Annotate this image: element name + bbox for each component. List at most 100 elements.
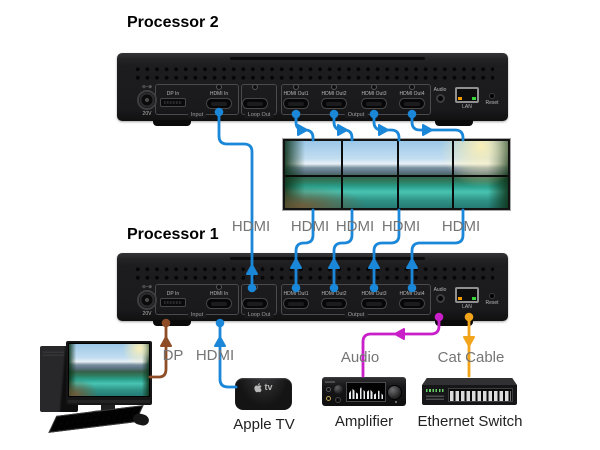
chassis-slot <box>230 57 425 60</box>
reset-pinhole: Reset <box>477 84 507 106</box>
port-audio: Audio <box>425 84 455 103</box>
switch-front-face <box>422 385 517 405</box>
hdmi-out3-label: HDMI Out3 <box>361 91 387 97</box>
output-group-box: Output <box>281 284 431 318</box>
hdmi-out4-label: HDMI Out4 <box>399 91 425 97</box>
chassis-foot <box>435 120 473 126</box>
audio-jack-icon <box>435 294 445 303</box>
hdmi-port-icon <box>361 98 387 109</box>
hdmi-out2-label: HDMI Out2 <box>321 91 347 97</box>
polarity-icon: ⊖–⊕ <box>141 84 153 89</box>
power-connector: ⊖–⊕ 20V <box>132 284 162 317</box>
reset-label: Reset <box>485 100 499 106</box>
hdmi-port-icon <box>283 98 309 109</box>
chassis-slot <box>230 257 425 260</box>
lan-label: LAN <box>462 304 472 310</box>
hdmi-port-icon <box>361 298 387 309</box>
vent-holes <box>131 264 494 281</box>
screw-hole-icon <box>252 284 258 290</box>
output-group-box: Output <box>281 84 431 118</box>
hdmi-out4-label: HDMI Out4 <box>399 291 425 297</box>
switch-port-bank <box>448 388 513 402</box>
cable-label-source-hdmi: HDMI <box>195 347 235 364</box>
apple-tv-logo: tv <box>235 383 292 393</box>
port-hdmi-in: HDMI In <box>204 284 234 309</box>
hdmi-port-icon <box>321 98 347 109</box>
power-label: 20V <box>142 111 152 117</box>
apple-tv-label: Apple TV <box>233 416 295 433</box>
cable-label-hdmi-2: HDMI <box>335 218 375 235</box>
rear-panel: Input Loop Out Output ⊖–⊕ 20V DP In HDMI… <box>117 283 508 318</box>
vent-holes <box>131 64 494 81</box>
reset-hole-icon <box>489 93 495 99</box>
hdmi-out3-label: HDMI Out3 <box>361 291 387 297</box>
screw-hole-icon <box>409 284 415 290</box>
switch-leds <box>426 389 444 392</box>
apple-tv-logo-text: tv <box>264 382 273 393</box>
port-dp-in: DP In <box>158 84 188 107</box>
port-hdmi-out3: HDMI Out3 <box>359 84 389 109</box>
screw-hole-icon <box>331 284 337 290</box>
ethernet-switch-label: Ethernet Switch <box>417 413 523 430</box>
dc-power-jack <box>137 90 157 110</box>
lan-label: LAN <box>462 104 472 110</box>
amp-small-knob-icon <box>334 385 343 394</box>
hdmi-port-icon <box>283 298 309 309</box>
arrow-down-icon <box>463 336 475 347</box>
power-connector: ⊖–⊕ 20V <box>132 84 162 117</box>
chassis-foot <box>153 120 191 126</box>
port-hdmi-out4: HDMI Out4 <box>397 284 427 309</box>
wall-bezel-line <box>285 174 508 177</box>
amp-phones-jack-icon <box>326 387 331 392</box>
output-group-label: Output <box>344 112 368 118</box>
switch-top-face <box>422 378 517 385</box>
hdmi-port-icon <box>242 98 268 109</box>
amp-aux-jack-icon <box>326 396 331 401</box>
dc-power-jack <box>137 290 157 310</box>
cable-label-hdmi-4: HDMI <box>441 218 481 235</box>
hdmi-in-label: HDMI In <box>209 91 229 97</box>
cable-label-hdmi-3: HDMI <box>381 218 421 235</box>
loop-out-group-box: Loop Out <box>241 84 277 118</box>
monitor-stand <box>101 405 115 411</box>
chassis-foot <box>153 320 191 326</box>
port-hdmi-out2: HDMI Out2 <box>319 84 349 109</box>
reset-label: Reset <box>485 300 499 306</box>
amp-display <box>346 382 386 402</box>
screw-hole-icon <box>409 84 415 90</box>
arrow-up-icon <box>160 336 172 347</box>
loop-out-group-label: Loop Out <box>244 112 274 118</box>
cable-label-audio: Audio <box>340 349 380 366</box>
chassis-foot <box>435 320 473 326</box>
port-lan: LAN <box>452 84 482 110</box>
screw-hole-icon <box>216 84 222 90</box>
cable-label-dp: DP <box>162 347 184 364</box>
processor-2-title: Processor 2 <box>127 14 219 31</box>
dp-in-label: DP In <box>166 91 180 97</box>
amp-brand-mark <box>325 381 335 383</box>
hdmi-out1-label: HDMI Out1 <box>283 91 309 97</box>
dp-port-icon <box>160 298 186 307</box>
screw-hole-icon <box>371 284 377 290</box>
reset-pinhole: Reset <box>477 284 507 306</box>
lan-port-icon <box>455 287 479 303</box>
lan-port-icon <box>455 87 479 103</box>
hdmi-port-icon <box>321 298 347 309</box>
port-hdmi-in: HDMI In <box>204 84 234 109</box>
loop-out-group-label: Loop Out <box>244 312 274 318</box>
lan-led-orange <box>458 297 462 300</box>
reset-hole-icon <box>489 293 495 299</box>
pc-monitor-bezel <box>68 400 150 403</box>
port-loop-out <box>240 284 270 309</box>
amp-spectrum-bars <box>349 387 383 399</box>
arrow-right-icon <box>297 124 308 136</box>
port-hdmi-out4: HDMI Out4 <box>397 84 427 109</box>
cable-label-loop-hdmi: HDMI <box>231 218 271 235</box>
audio-jack-icon <box>435 94 445 103</box>
apple-icon <box>254 383 263 393</box>
polarity-icon: ⊖–⊕ <box>141 284 153 289</box>
port-loop-out <box>240 84 270 109</box>
cable-label-cat: Cat Cable <box>437 349 505 366</box>
port-hdmi-out3: HDMI Out3 <box>359 284 389 309</box>
power-label: 20V <box>142 311 152 317</box>
